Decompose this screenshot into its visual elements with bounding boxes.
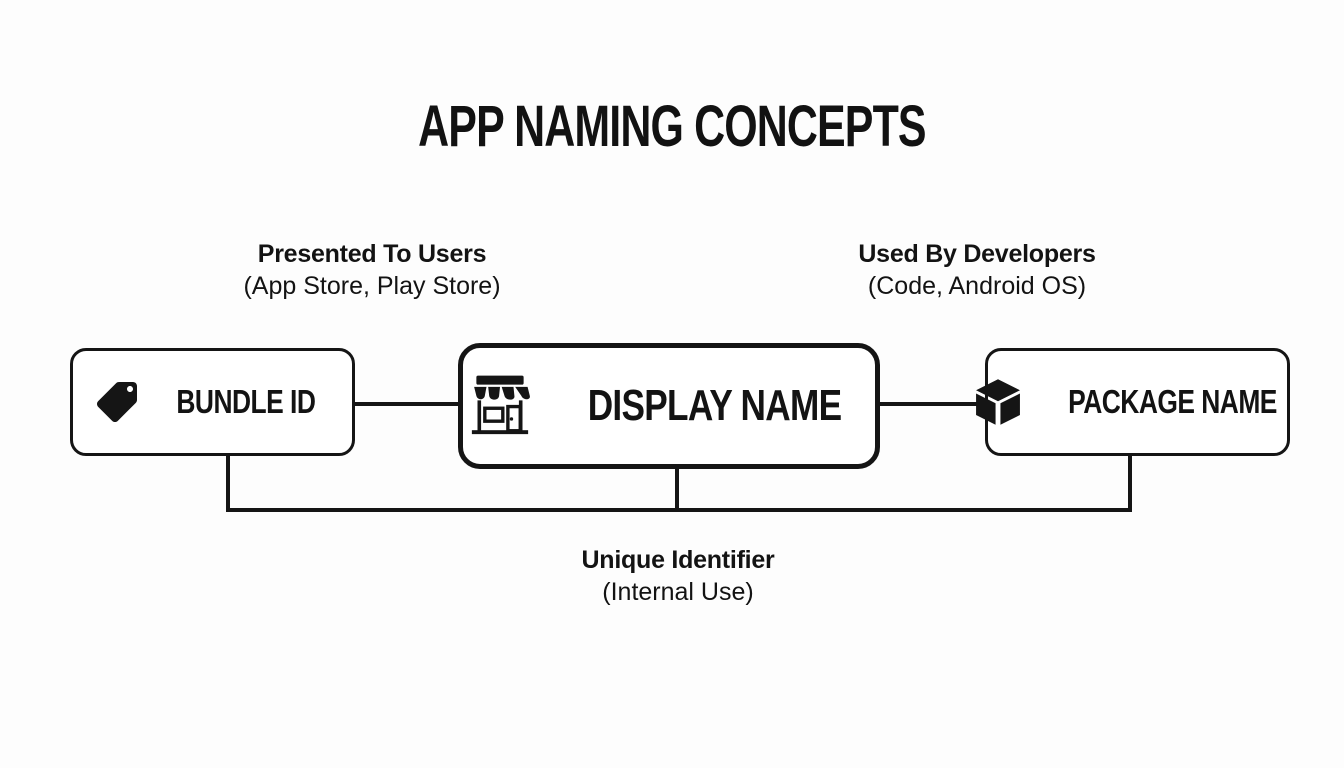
node-display-name: DISPLAY NAME xyxy=(458,343,880,469)
node-package-name: PACKAGE NAME xyxy=(976,348,1290,456)
annotation-detail: (App Store, Play Store) xyxy=(243,272,501,300)
annotation-detail: (Code, Android OS) xyxy=(867,272,1087,300)
storefront-icon xyxy=(472,375,531,435)
connector-package-down xyxy=(1128,455,1132,511)
node-bundle-id: BUNDLE ID xyxy=(70,348,355,456)
annotation-unique-identifier: Unique Identifier (Internal Use) xyxy=(468,544,888,608)
annotation-used-by-developers: Used By Developers (Code, Android OS) xyxy=(767,238,1187,302)
node-label: PACKAGE NAME xyxy=(1068,383,1277,420)
page-title: APP NAMING CONCEPTS xyxy=(0,98,1344,156)
connector-bundle-down xyxy=(226,455,230,511)
annotation-heading: Unique Identifier xyxy=(581,546,775,574)
annotation-heading: Used By Developers xyxy=(858,240,1096,268)
node-label: DISPLAY NAME xyxy=(588,381,842,430)
connector-display-to-package xyxy=(880,402,985,406)
page-title-text: APP NAMING CONCEPTS xyxy=(418,94,926,159)
annotation-presented-to-users: Presented To Users (App Store, Play Stor… xyxy=(162,238,582,302)
annotation-detail: (Internal Use) xyxy=(602,578,754,606)
tag-icon xyxy=(96,382,137,422)
connector-bundle-to-display xyxy=(355,402,458,406)
annotation-heading: Presented To Users xyxy=(257,240,487,268)
connector-unique-identifier-bus xyxy=(226,508,1132,512)
connector-display-down xyxy=(675,468,679,511)
package-cube-icon xyxy=(976,379,1020,425)
node-label: BUNDLE ID xyxy=(175,383,316,420)
